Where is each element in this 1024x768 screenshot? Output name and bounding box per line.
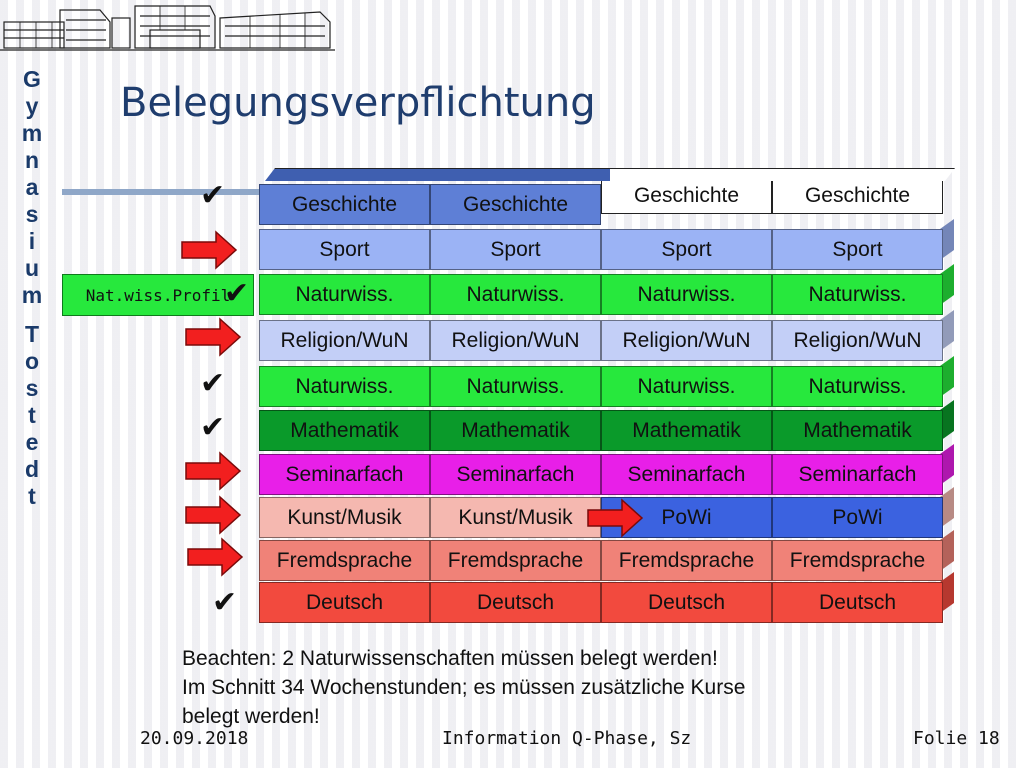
course-cell: Naturwiss.	[601, 366, 772, 407]
check-icon: ✔	[200, 410, 226, 445]
arrow-right-icon	[185, 317, 242, 357]
row-side-face	[940, 219, 954, 260]
arrow-right-icon	[587, 498, 644, 538]
course-cell: Mathematik	[601, 410, 772, 451]
course-cell: Naturwiss.	[430, 274, 601, 315]
course-cell: Deutsch	[259, 582, 430, 623]
course-cell: Geschichte	[259, 184, 430, 225]
slide-title: Belegungsverpflichtung	[120, 80, 596, 126]
profile-label: Nat.wiss.Profil	[62, 274, 254, 316]
row-side-face	[940, 310, 954, 351]
side-letter: d	[24, 456, 40, 482]
row-side-face	[940, 487, 954, 528]
course-cell: Mathematik	[430, 410, 601, 451]
course-cell: Religion/WuN	[259, 320, 430, 361]
note-line: belegt werden!	[182, 705, 320, 728]
check-icon: ✔	[200, 178, 226, 213]
course-cell: Religion/WuN	[430, 320, 601, 361]
row-side-face	[940, 572, 954, 613]
footer-slide-number: Folie 18	[913, 728, 1000, 749]
side-letter: i	[28, 228, 36, 254]
course-cell: Naturwiss.	[772, 366, 943, 407]
side-letter: t	[28, 483, 36, 509]
side-letter: a	[25, 174, 39, 200]
course-cell: Deutsch	[430, 582, 601, 623]
course-cell: Kunst/Musik	[430, 497, 601, 538]
school-building-logo	[0, 5, 335, 51]
course-cell: PoWi	[601, 497, 772, 538]
course-cell: Fremdsprache	[601, 540, 772, 581]
side-letter: n	[24, 147, 40, 173]
course-cell: Deutsch	[772, 582, 943, 623]
check-icon: ✔	[200, 366, 226, 401]
course-cell: Naturwiss.	[259, 274, 430, 315]
footer-date: 20.09.2018	[140, 728, 249, 749]
side-letter: u	[24, 255, 40, 281]
course-cell: Sport	[259, 229, 430, 270]
check-icon: ✔	[224, 276, 250, 311]
course-cell: Naturwiss.	[430, 366, 601, 407]
side-letter: T	[24, 321, 40, 347]
footer-info: Information Q-Phase, Sz	[442, 728, 692, 749]
course-cell: Kunst/Musik	[259, 497, 430, 538]
course-cell: Sport	[430, 229, 601, 270]
course-cell: Religion/WuN	[601, 320, 772, 361]
arrow-right-icon	[187, 537, 244, 577]
row-side-face	[940, 356, 954, 397]
arrow-right-icon	[185, 495, 242, 535]
side-letter: o	[24, 348, 40, 374]
side-letter: m	[21, 282, 43, 308]
note-line: Im Schnitt 34 Wochenstunden; es müssen z…	[182, 676, 746, 699]
side-letter: s	[25, 201, 39, 227]
course-cell: Seminarfach	[772, 454, 943, 495]
course-cell: Religion/WuN	[772, 320, 943, 361]
course-cell: Geschichte	[430, 184, 601, 225]
course-cell: Geschichte	[601, 178, 772, 214]
course-cell: Fremdsprache	[772, 540, 943, 581]
arrow-right-icon	[185, 451, 242, 491]
row-side-face	[940, 264, 954, 305]
course-cell: Seminarfach	[259, 454, 430, 495]
arrow-right-icon	[181, 230, 238, 270]
course-cell: Naturwiss.	[601, 274, 772, 315]
course-cell: Mathematik	[259, 410, 430, 451]
course-cell: PoWi	[772, 497, 943, 538]
course-cell: Seminarfach	[601, 454, 772, 495]
course-cell: Geschichte	[772, 178, 943, 214]
row-top-face	[265, 168, 955, 181]
course-cell: Seminarfach	[430, 454, 601, 495]
side-letter: e	[25, 429, 39, 455]
course-cell: Naturwiss.	[772, 274, 943, 315]
course-cell: Mathematik	[772, 410, 943, 451]
side-letter: G	[23, 66, 41, 92]
side-letter: m	[21, 120, 43, 146]
vertical-school-name: G y m n a s i u m T o s t e d t	[14, 66, 50, 510]
course-cell: Sport	[601, 229, 772, 270]
course-cell: Fremdsprache	[259, 540, 430, 581]
course-cell: Fremdsprache	[430, 540, 601, 581]
note-line: Beachten: 2 Naturwissenschaften müssen b…	[182, 647, 718, 670]
notes: Beachten: 2 Naturwissenschaften müssen b…	[182, 644, 745, 731]
side-letter: t	[28, 402, 36, 428]
side-letter: y	[25, 93, 39, 119]
course-cell: Naturwiss.	[259, 366, 430, 407]
row-side-face	[940, 530, 954, 571]
course-cell: Sport	[772, 229, 943, 270]
side-letter: s	[25, 375, 39, 401]
row-side-face	[940, 400, 954, 441]
course-cell: Deutsch	[601, 582, 772, 623]
check-icon: ✔	[212, 585, 238, 620]
row-side-face	[940, 444, 954, 485]
